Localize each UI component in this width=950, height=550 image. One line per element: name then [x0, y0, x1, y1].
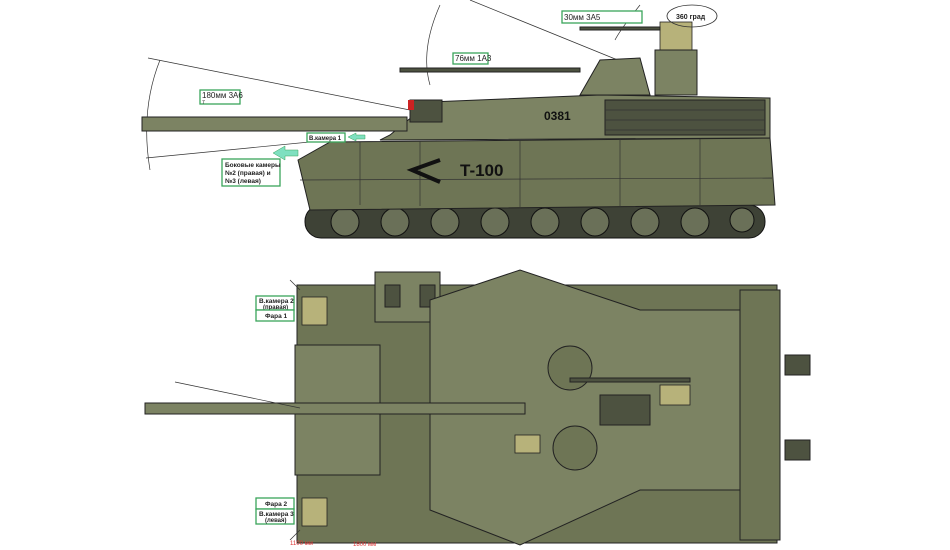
- secondary-gun: [399, 67, 581, 73]
- headlight-2-label: Фара 2: [265, 501, 288, 508]
- turret-top: [429, 269, 741, 546]
- dimension-1: 1100 мм: [290, 541, 313, 547]
- side-cameras-label-3: №3 (левая): [225, 178, 261, 185]
- main-gun-barrel: [141, 116, 408, 132]
- rotation-label: 360 град: [676, 14, 706, 21]
- main-gun-label-sub: 7: [202, 100, 205, 106]
- hull-marking: T-100: [460, 161, 503, 180]
- turret-number: 0381: [544, 109, 571, 123]
- right-camera-label-1: В.камера 2: [259, 298, 294, 305]
- right-camera-label-2: (правая): [263, 305, 288, 311]
- hull-side: [297, 137, 776, 211]
- left-camera-label-1: В.камера 3: [259, 511, 294, 518]
- secondary-gun-top: [569, 377, 691, 383]
- dimension-2: 1800 мм: [353, 542, 376, 548]
- left-camera-label-2: (левая): [265, 518, 287, 524]
- aa-gun-label: 30мм 3А5: [564, 13, 601, 22]
- main-gun-label: 180мм 3А6: [202, 91, 243, 100]
- side-cameras-label-1: Боковые камеры: [225, 162, 281, 169]
- arrow-icon: [272, 145, 299, 161]
- main-gun-top: [144, 402, 526, 415]
- side-view: T-100 0381 180мм 3А6 7 76мм 1А3 30мм 3А5…: [141, 0, 776, 239]
- side-cameras-label-2: №2 (правая) и: [225, 170, 271, 177]
- arrow-icon: [347, 132, 366, 142]
- chevron-marking: [406, 158, 441, 184]
- front-camera-label: В.камера 1: [309, 136, 342, 142]
- headlight-1-label: Фара 1: [265, 313, 288, 320]
- secondary-gun-label: 76мм 1А3: [455, 54, 492, 63]
- aa-gun: [579, 26, 661, 31]
- top-view: В.камера 2 (правая) Фара 1 Фара 2 В.каме…: [144, 269, 811, 548]
- road-wheels: [330, 207, 755, 237]
